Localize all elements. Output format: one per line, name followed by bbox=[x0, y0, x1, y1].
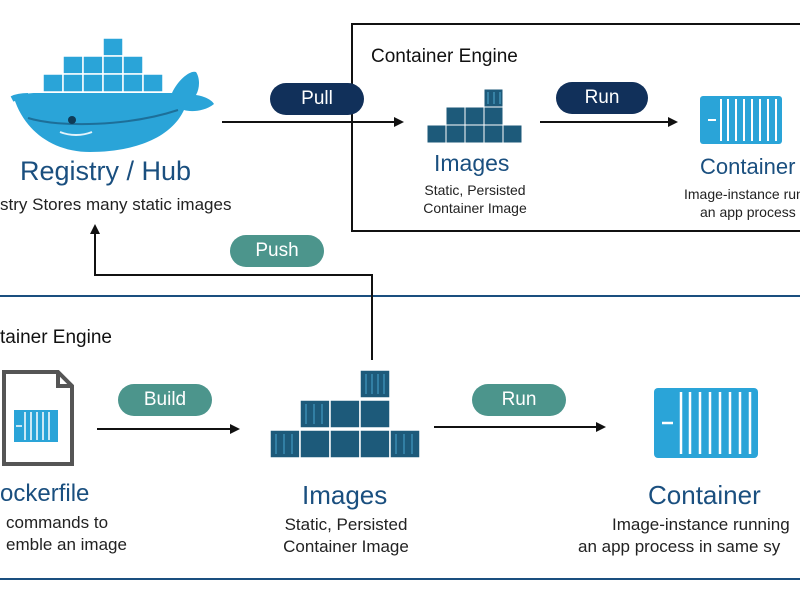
local-images-title: Images bbox=[302, 480, 388, 510]
remote-images-desc-line1: Static, Persisted bbox=[424, 182, 526, 198]
remote-engine-title: Container Engine bbox=[371, 46, 518, 67]
run-badge-top: Run bbox=[556, 82, 648, 114]
local-container-title: Container bbox=[648, 480, 761, 510]
local-container-desc-line2: an app process in same sy bbox=[578, 537, 781, 556]
dockerfile-desc-line2: emble an image bbox=[6, 535, 127, 554]
dockerfile-title: ockerfile bbox=[0, 480, 90, 507]
container-icon-bottom bbox=[654, 388, 758, 458]
docker-whale-icon bbox=[10, 37, 214, 152]
local-engine-title: tainer Engine bbox=[0, 327, 112, 348]
local-container-desc-line1: Image-instance running bbox=[612, 515, 790, 534]
push-arrow bbox=[90, 224, 373, 360]
push-badge: Push bbox=[230, 235, 324, 267]
remote-images-desc-line2: Container Image bbox=[423, 200, 527, 216]
local-images-desc-line1: Static, Persisted bbox=[284, 515, 408, 534]
run-badge-bottom: Run bbox=[472, 384, 566, 416]
local-images-desc-line2: Container Image bbox=[283, 537, 409, 556]
container-icon-top bbox=[700, 96, 782, 144]
registry-subtitle: stry Stores many static images bbox=[0, 195, 232, 214]
images-stack-icon-top bbox=[426, 88, 523, 144]
dockerfile-desc-line1: commands to bbox=[6, 513, 109, 532]
remote-container-desc-line1: Image-instance runn bbox=[684, 186, 800, 202]
registry-title: Registry / Hub bbox=[20, 156, 192, 186]
images-stack-icon-bottom bbox=[269, 369, 421, 459]
pull-badge: Pull bbox=[270, 83, 364, 115]
remote-engine-frame bbox=[351, 23, 800, 232]
build-badge: Build bbox=[118, 384, 212, 416]
remote-container-title: Container bbox=[700, 154, 796, 179]
remote-container-desc-line2: an app process bbox=[700, 204, 796, 220]
dockerfile-icon bbox=[2, 370, 74, 466]
remote-images-title: Images bbox=[434, 150, 510, 176]
